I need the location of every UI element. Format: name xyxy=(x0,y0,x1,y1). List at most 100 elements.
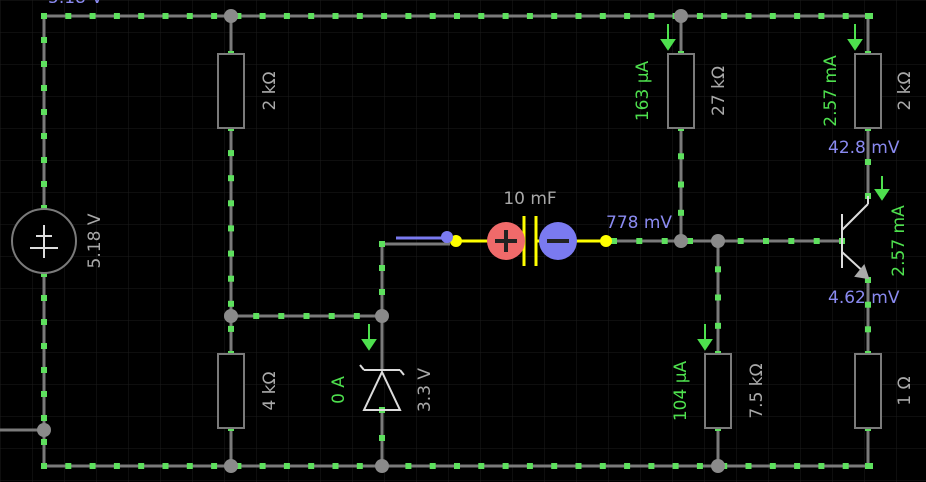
current-collector-label: 2.57 mA xyxy=(821,55,841,127)
current-dot xyxy=(113,463,120,469)
current-dot xyxy=(89,13,96,19)
current-dot xyxy=(41,415,47,421)
current-dot xyxy=(575,13,582,19)
resistor-left-top[interactable] xyxy=(217,53,245,129)
current-dot xyxy=(454,463,460,469)
current-dot xyxy=(303,313,310,319)
current-dot xyxy=(648,13,655,19)
current-dot xyxy=(715,294,721,301)
current-dot xyxy=(138,463,145,469)
arrow-mid-top-icon xyxy=(660,24,676,51)
current-dot xyxy=(865,326,871,333)
current-dot xyxy=(41,181,47,187)
capacitor[interactable] xyxy=(396,216,612,266)
zener-diode[interactable] xyxy=(359,364,405,411)
current-dot xyxy=(328,313,335,319)
current-dot xyxy=(551,13,558,19)
current-dot xyxy=(842,13,849,19)
current-emitter-side-label: 2.57 mA xyxy=(889,205,909,277)
current-dot xyxy=(379,289,385,295)
current-dot xyxy=(186,463,193,469)
arrow-collector-icon xyxy=(847,24,863,51)
current-dot xyxy=(636,238,643,244)
current-dot xyxy=(308,13,315,19)
current-dot xyxy=(745,13,752,19)
current-dot xyxy=(162,463,169,469)
current-dot xyxy=(678,181,684,188)
current-dot xyxy=(818,463,825,469)
current-dot xyxy=(228,275,234,282)
current-dot xyxy=(381,13,388,19)
current-dot xyxy=(429,13,436,19)
current-dot xyxy=(599,13,606,19)
resistor-mid-bottom[interactable] xyxy=(704,353,732,429)
resistor-mid-bottom-label: 7.5 kΩ xyxy=(747,363,767,418)
arrow-mid-bottom-icon xyxy=(697,324,713,351)
resistor-left-bottom-label: 4 kΩ xyxy=(260,371,280,410)
voltage-source[interactable] xyxy=(11,208,77,274)
current-dot xyxy=(41,13,47,19)
current-dot xyxy=(502,463,509,469)
resistor-emitter[interactable] xyxy=(854,353,882,429)
current-dot xyxy=(818,13,825,19)
resistor-left-bottom[interactable] xyxy=(217,353,245,429)
current-dot xyxy=(575,463,582,469)
base-voltage-label: 778 mV xyxy=(606,213,672,233)
probe-right xyxy=(600,235,612,247)
current-mid-top-label: 163 μA xyxy=(633,60,653,121)
current-dot xyxy=(769,13,776,19)
current-dot xyxy=(41,319,47,325)
resistor-mid-top[interactable] xyxy=(667,53,695,129)
current-dot xyxy=(865,463,871,469)
current-dot xyxy=(65,13,72,19)
current-dot xyxy=(405,13,412,19)
arrow-zener-icon xyxy=(361,324,377,351)
current-dot xyxy=(41,367,47,373)
current-dot xyxy=(211,13,218,19)
current-dot xyxy=(715,322,721,329)
current-dot xyxy=(353,313,360,319)
current-dot xyxy=(526,13,533,19)
current-dot xyxy=(379,241,385,247)
resistor-collector-label: 2 kΩ xyxy=(895,71,915,110)
current-dot xyxy=(865,301,871,308)
current-dot xyxy=(661,238,668,244)
current-dot xyxy=(813,238,820,244)
current-dot xyxy=(715,266,721,273)
current-dot xyxy=(737,238,744,244)
current-dot xyxy=(429,463,436,469)
current-dot xyxy=(405,463,412,469)
current-dot xyxy=(162,13,169,19)
current-dot xyxy=(769,463,776,469)
current-dot xyxy=(332,13,339,19)
current-dot xyxy=(41,295,47,301)
current-dot xyxy=(379,435,385,441)
current-dot xyxy=(788,238,795,244)
current-dot xyxy=(721,13,728,19)
current-dot xyxy=(865,13,871,19)
current-dot xyxy=(138,13,145,19)
npn-transistor[interactable] xyxy=(841,196,870,280)
current-dot xyxy=(186,13,193,19)
current-dot xyxy=(228,300,234,307)
probe-left xyxy=(450,235,462,247)
current-dot xyxy=(235,463,242,469)
current-dot xyxy=(228,200,234,207)
current-dot xyxy=(332,463,339,469)
current-dot xyxy=(687,238,693,244)
current-dot xyxy=(696,463,703,469)
current-dot xyxy=(526,463,533,469)
current-dot xyxy=(41,109,47,115)
current-dot xyxy=(842,463,849,469)
current-dot xyxy=(228,325,234,332)
current-dot xyxy=(235,13,242,19)
current-dot xyxy=(865,159,871,165)
current-dot xyxy=(41,61,47,67)
current-dot xyxy=(89,463,96,469)
current-dot xyxy=(259,13,266,19)
current-mid-bottom-label: 104 μA xyxy=(671,360,691,421)
current-dot xyxy=(379,265,385,271)
resistor-collector[interactable] xyxy=(854,53,882,129)
current-dot xyxy=(228,250,234,257)
